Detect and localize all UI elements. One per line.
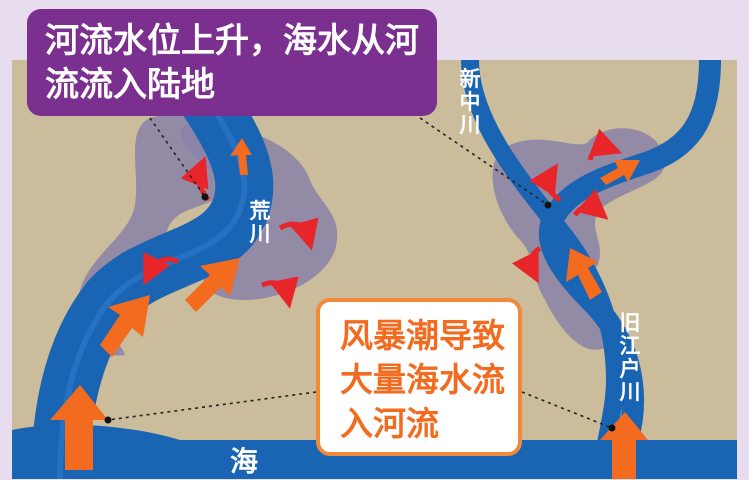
label-arakawa-text: 荒川: [249, 199, 271, 246]
callout-storm-surge: 风暴潮导致 大量海水流 入河流: [316, 298, 522, 456]
surge-arrow-6: [230, 138, 252, 175]
label-kyu-edogawa: 旧江户川: [618, 312, 642, 404]
overflow-arrow-8: [587, 128, 623, 161]
overflow-arrow-7: [572, 188, 609, 220]
overflow-arrow-6: [529, 163, 562, 203]
leader-top-right: [419, 117, 549, 206]
surge-arrows: [50, 138, 648, 479]
leader-dots: [104, 193, 616, 432]
surge-arrow-3: [185, 258, 240, 312]
leader-lines: [107, 117, 613, 429]
label-shin-nakagawa: 新中川: [458, 68, 482, 137]
arakawa-river-edge: [57, 58, 248, 479]
overflow-arrow-4: [261, 276, 299, 309]
leader-bottom-right: [521, 391, 613, 429]
overflow-arrow-3: [143, 251, 180, 286]
callout-bottom-line-3: 入河流: [340, 404, 439, 443]
surge-arrow-2: [100, 295, 150, 357]
callout-top-line-2: 流流入陆地: [45, 65, 215, 105]
surge-arrow-1: [50, 385, 108, 470]
label-shin-nakagawa-text: 新中川: [459, 67, 481, 137]
label-sea: 海: [230, 445, 259, 478]
leader-top-arakawa: [149, 117, 206, 198]
label-kyu-edogawa-text: 旧江户川: [619, 311, 641, 404]
surge-arrow-7: [600, 160, 640, 185]
surge-arrow-5: [566, 248, 602, 300]
overflow-arrow-5: [511, 245, 542, 284]
overflow-arrow-2: [278, 217, 319, 251]
kyu-edogawa-river: [539, 59, 721, 479]
callout-river-level-rise: 河流水位上升，海水从河 流流入陆地: [27, 9, 437, 116]
overflow-arrows: [143, 128, 623, 309]
callout-bottom-line-1: 风暴潮导致: [340, 316, 505, 355]
callout-bottom-line-2: 大量海水流: [340, 360, 505, 399]
callout-top-line-1: 河流水位上升，海水从河: [45, 21, 419, 61]
label-arakawa: 荒川: [248, 200, 272, 246]
